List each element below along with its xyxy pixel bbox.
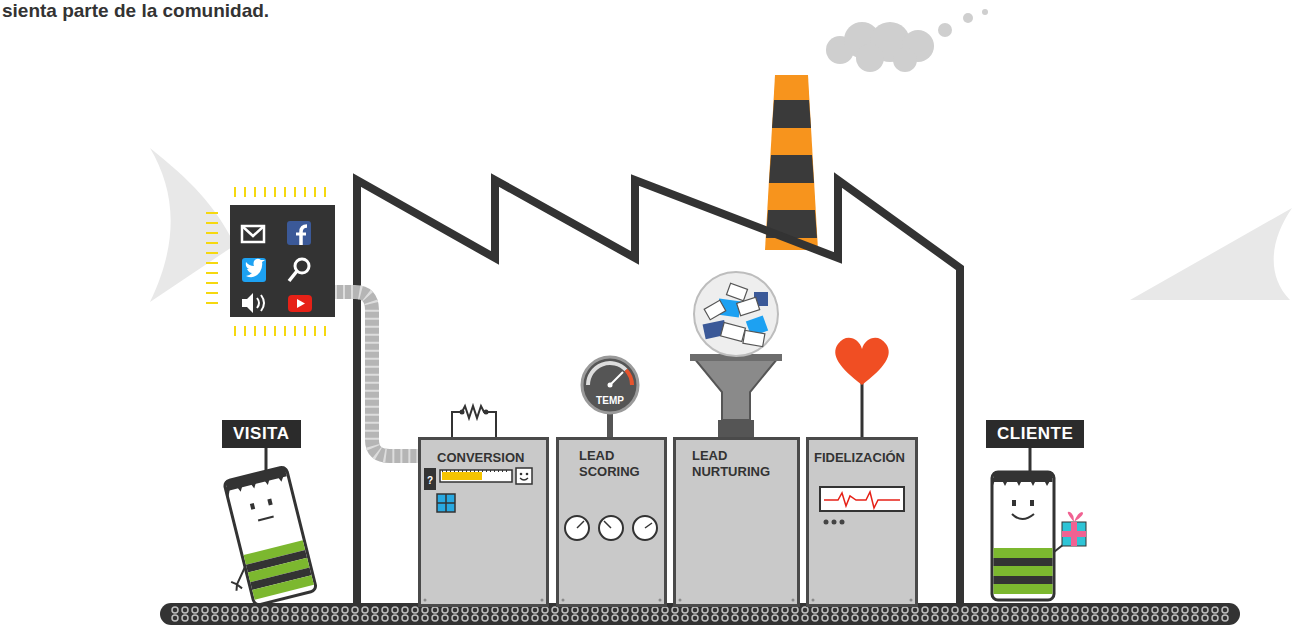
pipe [335,292,420,456]
question-mark: ? [427,474,433,487]
gauge-dial: TEMP [582,357,638,413]
loyalty-details [820,338,904,525]
machine-title: LEAD SCORING [579,448,649,480]
gauge-text: TEMP [596,395,624,407]
rivets [424,599,913,602]
chimney [765,75,818,250]
machine-box: FIDELIZACIÓN [806,437,918,607]
side-shape [1130,208,1292,300]
sign-board: CLIENTE [986,420,1084,448]
machine-bodies [418,437,918,607]
machine-box: LEAD NURTURING [673,437,800,607]
pipe-joints [335,292,420,456]
question-mark: ? [424,468,436,490]
machine-box: LEAD SCORING [556,437,667,607]
machine-title: FIDELIZACIÓN [814,450,905,466]
nurturing-funnel [690,272,782,437]
temperature-gauge [582,357,638,437]
sign-text: VISITA [233,424,290,444]
smoke [826,9,988,72]
machine-box: CONVERSION [418,437,549,607]
visitor-figure [207,448,317,610]
intro-text: sienta parte de la comunidad. [2,0,269,22]
channels-panel [212,192,335,331]
machine-title: CONVERSION [437,450,524,466]
client-figure [992,448,1086,600]
score-dials [565,516,657,540]
factory-outline [357,180,960,608]
sign-text: CLIENTE [997,424,1073,444]
machine-title: LEAD NURTURING [692,448,780,480]
side-shape [150,148,235,302]
sign-board: VISITA [222,420,301,448]
conversion-details [437,406,532,512]
intro-text: sienta parte de la comunidad. [2,0,269,22]
